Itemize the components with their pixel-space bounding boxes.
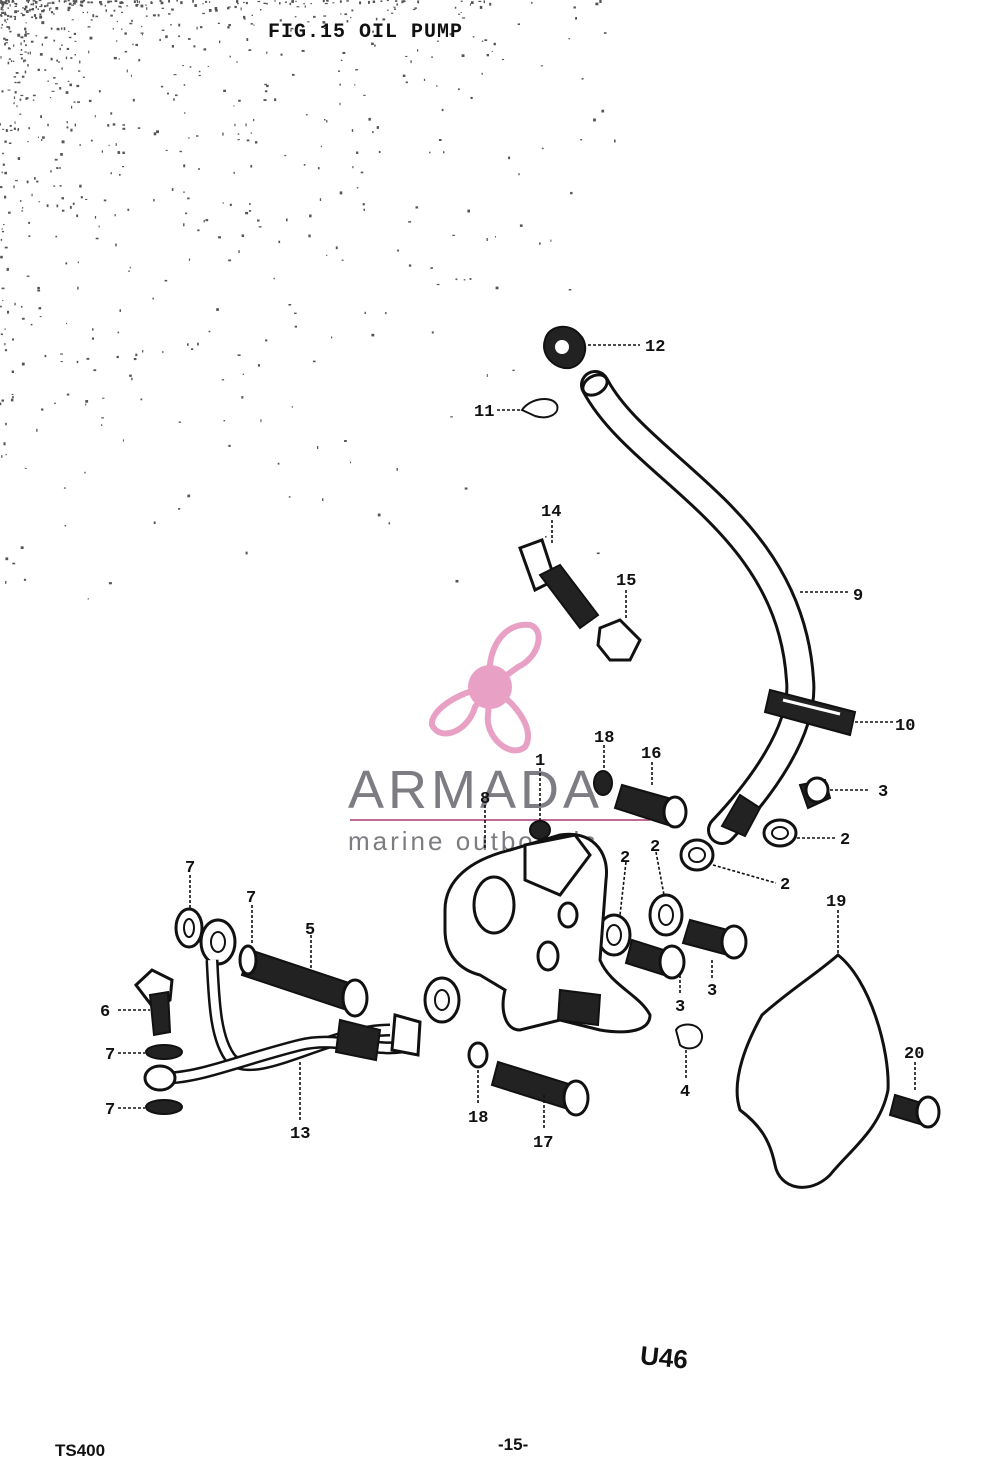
callout-20: 20	[904, 1045, 924, 1064]
part-2-washers	[596, 818, 798, 957]
callout-3-right: 3	[707, 982, 717, 1001]
callout-7-middle: 7	[105, 1046, 115, 1065]
callout-14: 14	[541, 503, 561, 522]
callout-2-right: 2	[840, 831, 850, 850]
propeller-icon	[429, 621, 542, 754]
callout-3-left: 3	[675, 998, 685, 1017]
callout-7-bottom: 7	[105, 1101, 115, 1120]
part-11-clip	[520, 398, 559, 419]
part-7-washers	[145, 907, 204, 1115]
figure-title: FIG.15 OIL PUMP	[268, 21, 463, 44]
part-18-washer-lower	[467, 1041, 489, 1069]
callout-2-hose: 2	[780, 876, 790, 895]
callout-2-mid-left: 2	[620, 849, 630, 868]
callout-7-top-right: 7	[246, 889, 256, 908]
part-10-hose-clamp	[763, 688, 857, 737]
scan-noise	[0, 0, 616, 600]
callout-10: 10	[895, 717, 915, 736]
callout-7-top-left: 7	[185, 859, 195, 878]
callout-11: 11	[474, 403, 494, 422]
callout-19: 19	[826, 893, 846, 912]
callout-5: 5	[305, 921, 315, 940]
part-3-screw-top	[798, 776, 832, 810]
part-12-hose-clamp	[543, 325, 587, 370]
page-number: -15-	[498, 1435, 528, 1454]
part-6-banjo-bolt	[133, 968, 174, 1037]
leader-lines	[118, 344, 916, 1130]
part-15-nut	[596, 618, 642, 662]
callout-8: 8	[480, 790, 490, 809]
part-9-oil-hose	[580, 370, 816, 845]
callout-labels: 12 11 14 15 9 10 18 16 1 8 3 2 2 2 2 3 3…	[100, 338, 924, 1153]
part-19-pump-cover	[735, 953, 890, 1189]
part-4-fitting	[674, 1023, 704, 1050]
callout-6: 6	[100, 1003, 110, 1022]
figure-code: U46	[639, 1340, 690, 1375]
part-3-screws	[624, 918, 748, 980]
callout-9: 9	[853, 587, 863, 606]
callout-17: 17	[533, 1134, 553, 1153]
callout-13: 13	[290, 1125, 310, 1144]
callout-18-top: 18	[594, 729, 614, 748]
callout-12: 12	[645, 338, 665, 357]
callout-15: 15	[616, 572, 636, 591]
part-13-oil-pipe	[143, 918, 461, 1092]
callout-4: 4	[680, 1083, 690, 1102]
callout-1: 1	[535, 752, 545, 771]
callout-3-top: 3	[878, 783, 888, 802]
watermark-brand: ARMADA	[348, 760, 603, 820]
part-18-washer-top	[593, 770, 613, 796]
part-20-screw	[888, 1093, 941, 1129]
part-16-screw	[613, 783, 688, 829]
model-name: TS400	[55, 1441, 105, 1460]
part-17-screw	[490, 1060, 590, 1117]
callout-18-lower: 18	[468, 1109, 488, 1128]
callout-16: 16	[641, 745, 661, 764]
part-8-oil-pump-body	[443, 820, 652, 1034]
part-14-banjo-bolt	[518, 538, 600, 630]
part-5-bolt	[238, 944, 369, 1018]
callout-2-mid-right: 2	[650, 838, 660, 857]
watermark-logo: ARMADA marine outboards	[348, 621, 650, 856]
